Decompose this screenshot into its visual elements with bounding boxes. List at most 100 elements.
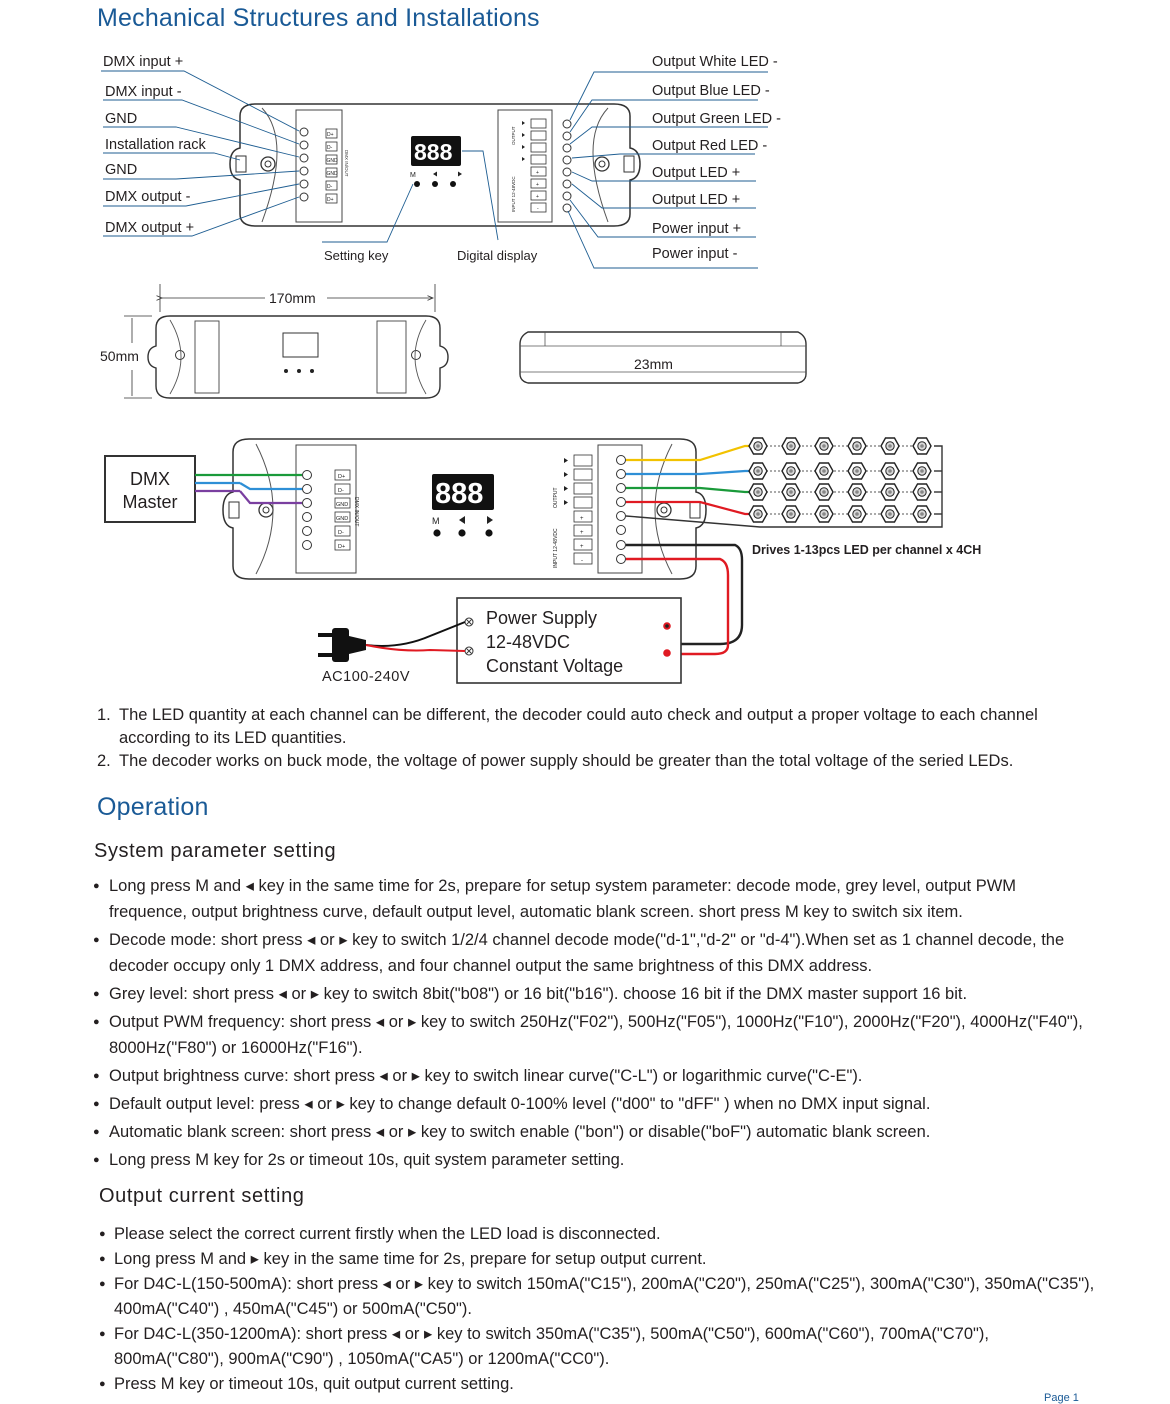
list-item: Long press M key for 2s or timeout 10s, … [93, 1147, 1093, 1173]
top-key-left [432, 181, 438, 187]
list-item: Decode mode: short press ◂ or ▸ key to s… [93, 927, 1093, 979]
top-output-terminal-blocks: + + + - [522, 118, 547, 213]
installation-notes: 1. The LED quantity at each channel can … [97, 704, 1107, 773]
wiring-digital-display [432, 474, 494, 510]
list-item: Grey level: short press ◂ or ▸ key to sw… [93, 981, 1093, 1007]
installation-diagrams: D+ D- GND GND D- D+ DMX IN/OUT 888 M [100, 54, 981, 685]
dmx-master-line2: Master [122, 492, 177, 512]
wiring-term-4: GND [336, 516, 348, 522]
note-number: 1. [97, 706, 111, 724]
top-input-vertical-label: INPUT 12-48VDC [511, 176, 516, 212]
wiring-dmx-terminals [302, 470, 312, 550]
top-digital-display [411, 136, 461, 166]
list-item: For D4C-L(150-500mA): short press ◂ or ▸… [99, 1272, 1099, 1322]
top-out-plus: + [536, 170, 539, 176]
led-array [748, 437, 932, 523]
wiring-key-right [485, 529, 493, 537]
top-key-m [414, 181, 420, 187]
subheading-output-current: Output current setting [99, 1185, 305, 1207]
top-out-plus-2: + [536, 182, 539, 188]
note-number: 2. [97, 752, 111, 770]
dmx-master-box [104, 455, 196, 523]
drives-note: Drives 1-13pcs LED per channel x 4CH [752, 543, 981, 557]
note-item: 2. The decoder works on buck mode, the v… [97, 750, 1107, 773]
wiring-output-screw-terminals [616, 455, 626, 564]
dimension-side-view [519, 331, 807, 384]
wiring-term-3: GND [336, 502, 348, 508]
list-item: Default output level: press ◂ or ▸ key t… [93, 1091, 1093, 1117]
top-key-right [450, 181, 456, 187]
callout-output-led-plus-1: Output LED + [652, 165, 740, 181]
right-callout-leaders [567, 71, 768, 269]
top-in-minus: - [537, 206, 539, 212]
wiring-out-plus-2: + [580, 530, 584, 536]
callout-power-input-plus: Power input + [652, 221, 741, 237]
page-number: Page 1 [1044, 1392, 1079, 1404]
top-dmx-screw-terminals [299, 127, 309, 202]
dimension-lines [124, 284, 655, 399]
wiring-term-5: D- [338, 530, 344, 536]
top-key-m-label: M [410, 172, 416, 179]
section-title-mechanical: Mechanical Structures and Installations [97, 4, 540, 32]
top-term-1: D+ [327, 132, 334, 138]
ac-plug [318, 621, 466, 662]
callout-dmx-output-plus: DMX output + [105, 220, 194, 236]
dim-height: 23mm [634, 356, 673, 372]
callout-dmx-output-minus: DMX output - [105, 189, 191, 205]
top-display-digits: 888 [414, 139, 453, 165]
callout-installation-rack: Installation rack [105, 137, 206, 153]
callout-gnd-2: GND [105, 162, 137, 178]
top-term-6: D+ [327, 197, 334, 203]
callout-power-input-minus: Power input - [652, 246, 738, 262]
callout-dmx-input-minus: DMX input - [105, 84, 182, 100]
list-item: Please select the correct current firstl… [99, 1222, 1099, 1247]
wiring-key-m [433, 529, 441, 537]
dmx-master-line1: DMX [130, 469, 170, 489]
output-current-list: Please select the correct current firstl… [99, 1222, 1099, 1397]
dim-width: 50mm [100, 348, 139, 364]
psu-line1: Power Supply [486, 608, 597, 628]
dimension-front-view [147, 315, 449, 399]
power-input-wires [626, 543, 744, 656]
dmx-bus-wires [195, 473, 302, 505]
wiring-output-vertical-label: OUTPUT [553, 487, 559, 508]
note-item: 1. The LED quantity at each channel can … [97, 704, 1107, 750]
list-item: Automatic blank screen: short press ◂ or… [93, 1119, 1093, 1145]
callout-output-white: Output White LED - [652, 54, 778, 70]
callout-output-red: Output Red LED - [652, 138, 767, 154]
callout-output-blue: Output Blue LED - [652, 83, 770, 99]
power-supply-box [456, 597, 682, 684]
wiring-key-m-label: M [432, 516, 440, 526]
wiring-term-1: D+ [338, 474, 345, 480]
digital-display-leader [462, 150, 499, 241]
system-parameter-list: Long press M and ◂ key in the same time … [93, 873, 1093, 1175]
top-term-2: D- [327, 145, 333, 151]
list-item: Output PWM frequency: short press ◂ or ▸… [93, 1009, 1093, 1061]
top-output-screw-terminals [562, 119, 572, 213]
callout-gnd-1: GND [105, 111, 137, 127]
callout-output-led-plus-2: Output LED + [652, 192, 740, 208]
wiring-term-2: D- [338, 488, 344, 494]
device-top-view: D+ D- GND GND D- D+ DMX IN/OUT 888 M [229, 103, 641, 227]
top-term-3: GND [327, 158, 339, 164]
callout-setting-key: Setting key [324, 248, 389, 263]
wiring-key-left [458, 529, 466, 537]
ac-voltage-label: AC100-240V [322, 669, 410, 685]
wiring-term-6: D+ [338, 544, 345, 550]
wiring-output-terminal-blocks: + + + - [564, 454, 593, 565]
setting-key-leader [322, 183, 414, 243]
top-term-4: GND [327, 171, 339, 177]
wiring-in-minus: - [581, 558, 583, 564]
wiring-dmx-vertical-label: DMX IN/OUT [353, 497, 359, 526]
section-title-operation: Operation [97, 793, 209, 821]
top-in-plus: + [536, 194, 539, 200]
note-text: The LED quantity at each channel can be … [119, 706, 1038, 747]
psu-line2: 12-48VDC [486, 632, 570, 652]
callout-dmx-input-plus: DMX input + [103, 54, 183, 70]
list-item: Long press M and ◂ key in the same time … [93, 873, 1093, 925]
list-item: Output brightness curve: short press ◂ o… [93, 1063, 1093, 1089]
top-term-5: D- [327, 184, 333, 190]
list-item: For D4C-L(350-1200mA): short press ◂ or … [99, 1322, 1099, 1372]
left-callout-leaders [101, 70, 300, 237]
